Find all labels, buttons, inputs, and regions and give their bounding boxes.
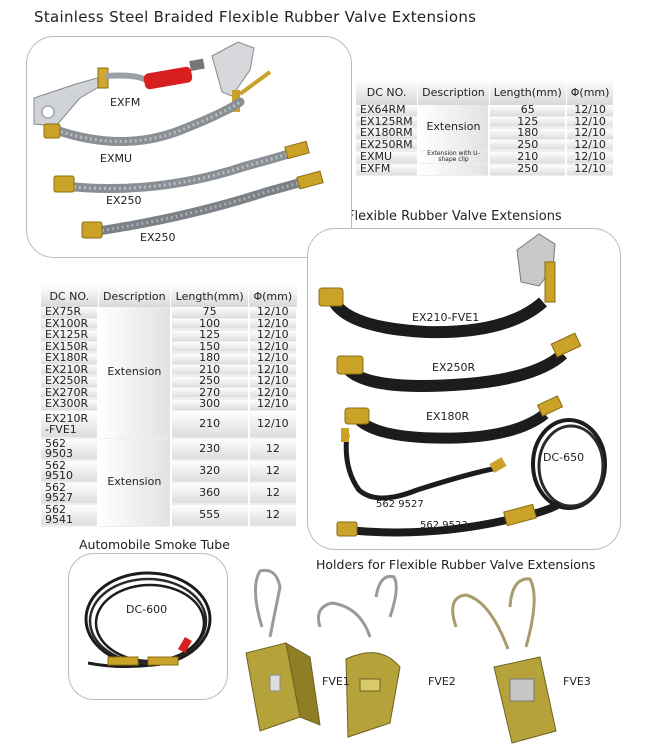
label-exfm: EXFM xyxy=(110,96,141,109)
smoke-panel xyxy=(68,553,228,700)
t2-header-len: Length(mm) xyxy=(170,285,250,307)
table-row: EX64RM Extension 65 12/10 xyxy=(356,104,615,151)
label-ex180r: EX180R xyxy=(426,410,470,423)
smoke-title: Automobile Smoke Tube xyxy=(79,537,230,552)
t1-header-dc: DC NO. xyxy=(356,79,419,105)
label-ex250r: EX250R xyxy=(432,361,476,374)
label-ex210-fve1: EX210-FVE1 xyxy=(412,311,480,324)
rubber-product-photo xyxy=(318,233,607,537)
red-grip-icon xyxy=(143,66,193,90)
rubber-title: Flexible Rubber Valve Extensions xyxy=(347,209,562,224)
rubber-spec-table: DC NO. Description Length(mm) Φ(mm) EX75… xyxy=(41,285,299,527)
fve1-wire-icon xyxy=(254,568,282,638)
holders-title: Holders for Flexible Rubber Valve Extens… xyxy=(316,557,596,572)
u-clip-icon xyxy=(211,41,255,97)
label-fve2: FVE2 xyxy=(428,675,456,688)
label-5629523: 562 9523 xyxy=(420,520,468,531)
holders-photo xyxy=(245,568,557,744)
table-row: EX250RM 250 12/10 xyxy=(356,139,615,151)
label-dc600: DC-600 xyxy=(126,603,168,616)
t2-header-phi: Φ(mm) xyxy=(248,285,298,307)
label-fve1: FVE1 xyxy=(322,675,350,688)
t1-desc-u-clip: Extension with U-shape clip xyxy=(417,150,491,164)
label-ex250-b: EX250 xyxy=(140,231,176,244)
label-exmu: EXMU xyxy=(100,152,133,165)
t1-desc-extension: Extension xyxy=(417,105,491,151)
table-row: EX125RM 125 12/10 xyxy=(356,116,615,128)
fve2-wire-icon xyxy=(374,574,398,618)
steel-title: Stainless Steel Braided Flexible Rubber … xyxy=(34,8,477,26)
table-row: EXFM 250 12/10 xyxy=(356,163,615,176)
coil-tube-icon xyxy=(84,571,212,667)
label-fve3: FVE3 xyxy=(563,675,591,688)
table-row: EXMU Extension with U-shape clip 210 12/… xyxy=(356,150,615,164)
table-row: EX180RM 180 12/10 xyxy=(356,127,615,140)
label-5629527: 562 9527 xyxy=(376,499,424,510)
t1-header-len: Length(mm) xyxy=(489,79,567,105)
fve3-wire-icon xyxy=(451,593,510,650)
label-ex250-a: EX250 xyxy=(106,194,142,207)
smoke-tube-photo xyxy=(84,571,212,669)
t2-header-dc: DC NO. xyxy=(41,285,99,307)
t1-header-phi: Φ(mm) xyxy=(566,79,615,105)
t2-header-desc: Description xyxy=(98,285,172,307)
steel-spec-table: DC NO. Description Length(mm) Φ(mm) EX64… xyxy=(356,79,615,176)
steel-bracket-icon xyxy=(33,75,105,127)
label-dc650: DC-650 xyxy=(543,451,585,464)
t2-desc-extension-a: Extension xyxy=(98,307,172,439)
t2-desc-extension-b: Extension xyxy=(98,438,172,527)
t1-header-desc: Description xyxy=(417,79,490,105)
coil-hose-icon xyxy=(531,418,607,510)
steel-product-photo xyxy=(33,41,324,239)
